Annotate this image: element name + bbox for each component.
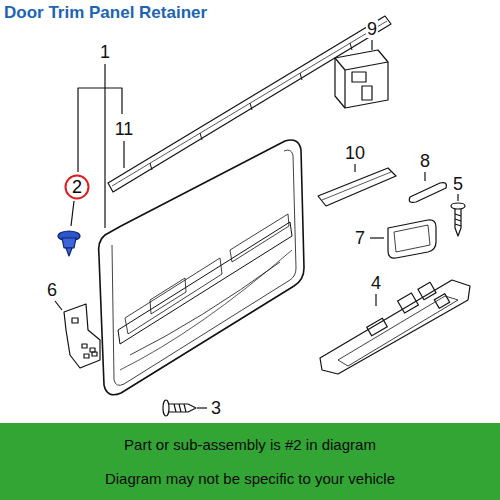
highlighted-callout: 2 (64, 174, 90, 200)
callout-number: 11 (114, 120, 135, 138)
pull-handle-trim (318, 168, 396, 206)
banner-text: Diagram may not be specific to your vehi… (105, 470, 395, 487)
screw (163, 400, 196, 416)
callout-number: 1 (99, 43, 111, 61)
callout-number: 9 (366, 20, 378, 38)
diagram-title: Door Trim Panel Retainer (4, 3, 207, 23)
callout-number: 10 (344, 144, 366, 162)
callout-number: 4 (370, 274, 382, 292)
leader-line (71, 201, 74, 226)
callout-number: 2 (72, 178, 82, 196)
callout-number: 5 (452, 175, 464, 193)
callout-number: 7 (354, 229, 366, 247)
banner-text: Part or sub-assembly is #2 in diagram (124, 436, 376, 453)
retainer-clip (58, 231, 80, 256)
callout-number: 6 (46, 281, 58, 299)
handle-trim (409, 183, 446, 203)
callout-circle (66, 176, 89, 199)
callout-number: 3 (210, 399, 222, 417)
screw (451, 203, 465, 236)
handle-cup (388, 220, 436, 258)
info-banner: Part or sub-assembly is #2 in diagramDia… (0, 423, 500, 500)
switch-bezel (320, 280, 470, 374)
door-trim-panel (99, 140, 304, 395)
window-switch (335, 50, 388, 108)
leader-line (123, 141, 124, 168)
callout-number: 8 (419, 152, 431, 170)
mounting-bracket (64, 304, 100, 368)
